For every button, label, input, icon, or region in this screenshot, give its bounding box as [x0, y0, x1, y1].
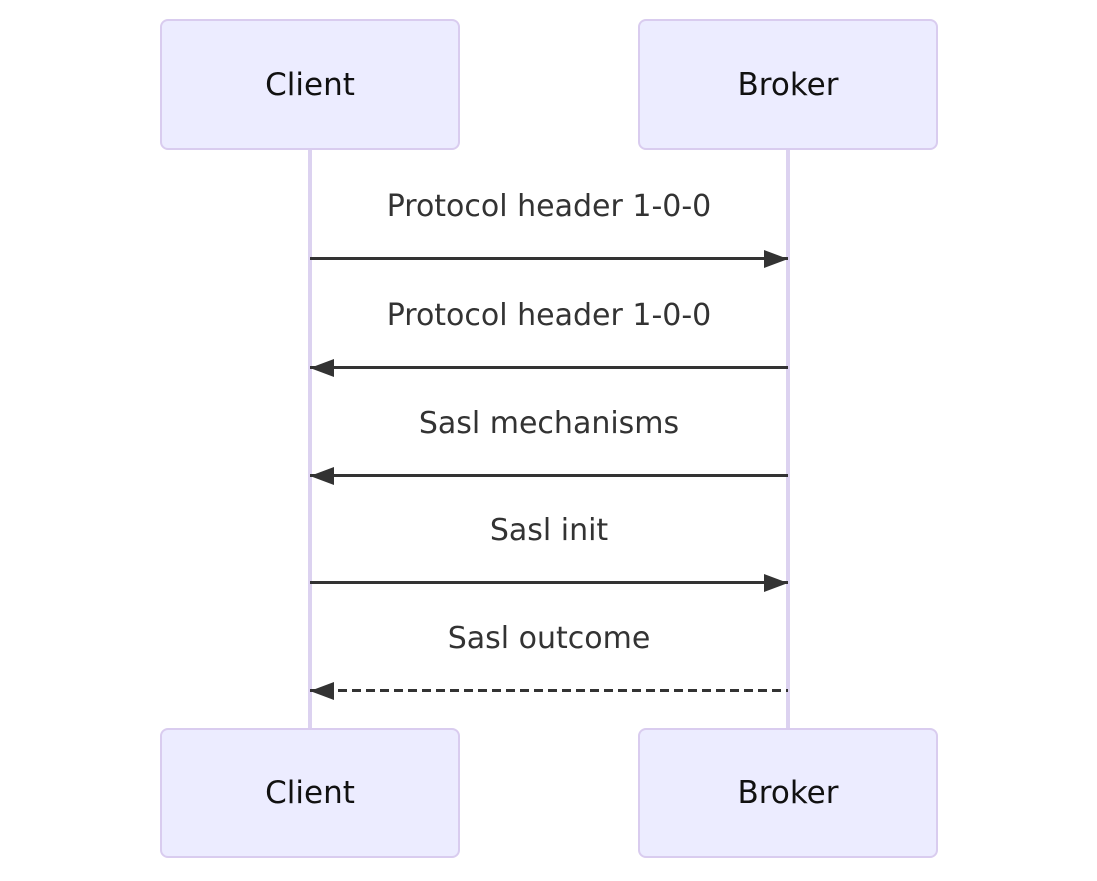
message-label: Protocol header 1-0-0 — [386, 189, 712, 224]
actor-label: Client — [265, 775, 355, 811]
message-label: Sasl init — [489, 513, 609, 548]
message-row: Sasl mechanisms — [310, 406, 788, 485]
actor-broker-bottom: Broker — [638, 728, 938, 858]
lifeline-client — [308, 150, 312, 728]
message-arrow — [310, 358, 788, 377]
message-arrow — [310, 466, 788, 485]
message-row: Protocol header 1-0-0 — [310, 298, 788, 377]
message-label: Sasl outcome — [447, 621, 651, 656]
message-row: Sasl outcome — [310, 621, 788, 700]
actor-label: Broker — [737, 775, 839, 811]
actor-broker-top: Broker — [638, 19, 938, 150]
message-row: Protocol header 1-0-0 — [310, 189, 788, 268]
arrowhead-icon — [310, 358, 334, 377]
arrowhead-icon — [764, 573, 788, 592]
actor-label: Client — [265, 66, 355, 103]
message-arrow — [310, 681, 788, 700]
actor-client-bottom: Client — [160, 728, 460, 858]
actor-label: Broker — [737, 66, 839, 103]
message-row: Sasl init — [310, 513, 788, 592]
message-label: Sasl mechanisms — [418, 406, 680, 441]
arrowhead-icon — [310, 466, 334, 485]
arrowhead-icon — [310, 681, 334, 700]
actor-client-top: Client — [160, 19, 460, 150]
lifeline-broker — [786, 150, 790, 728]
message-label: Protocol header 1-0-0 — [386, 298, 712, 333]
arrowhead-icon — [764, 249, 788, 268]
message-arrow — [310, 249, 788, 268]
message-arrow — [310, 573, 788, 592]
